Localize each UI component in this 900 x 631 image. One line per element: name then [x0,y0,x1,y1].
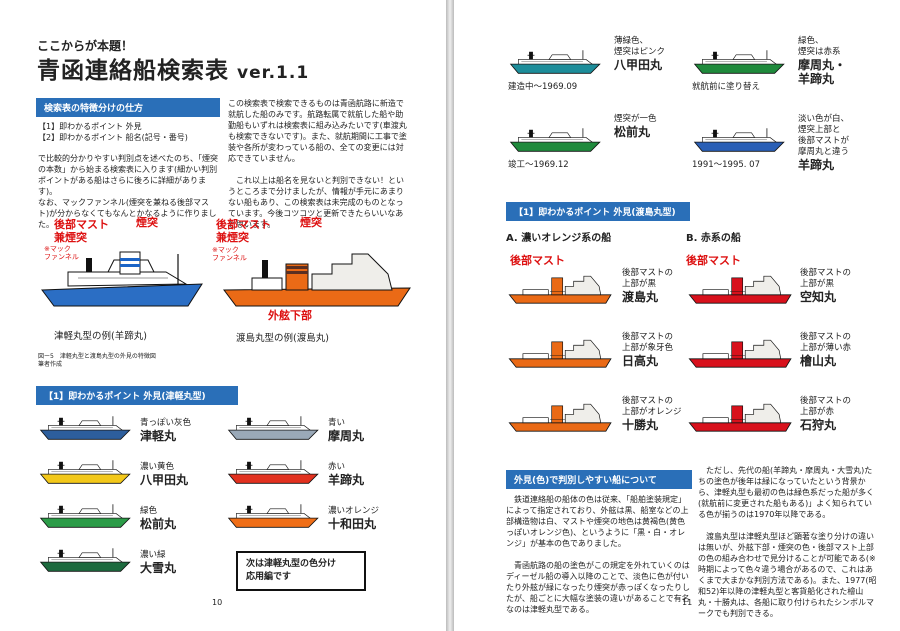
ship-name: 羊蹄丸 [328,473,365,487]
ship-illustration [510,127,601,152]
section-header-tsugaru: 【1】即わかるポイント 外見(津軽丸型) [36,386,238,405]
ship-desc: 後部マストの 上部が黒 [800,268,852,289]
ship-illustration [694,127,785,152]
group-b-title: B. 赤系の船 [686,233,741,244]
page-number-left: 10 [212,598,223,607]
ship-illustration [508,275,612,304]
ship-desc: 薄緑色、 煙突はピンク [614,36,666,57]
ship-illustration [40,503,131,528]
group-a-title: A. 濃いオレンジ系の船 [506,233,612,244]
ship-illustration [688,339,792,368]
title-text: 青函連絡船検索表 [37,58,229,84]
ship-illustration [40,415,131,440]
caption-tsugaru: 津軽丸型の例(羊蹄丸) [54,331,147,342]
lead-text: ここからが本題！ [37,39,134,53]
ship-name: 摩周丸・ 羊蹄丸 [798,58,847,86]
diagram-tsugaru-ship [41,251,203,307]
ship-name: 檜山丸 [800,354,837,368]
ship-desc: 後部マストの 上部が黒 [622,268,674,289]
label-mast: 後部マスト 兼煙突 [54,218,109,244]
ship-illustration [228,503,319,528]
ship-illustration [694,49,785,74]
ship-desc: 後部マストの 上部が薄い赤 [800,332,852,353]
section-header-oshima: 【1】即わかるポイント 外見(渡島丸型) [506,202,690,221]
ship-name: 十勝丸 [622,418,659,432]
ship-illustration [508,403,612,432]
page-title: 青函連絡船検索表 ver.1.1 [37,51,309,85]
ship-illustration [688,275,792,304]
ship-desc: 淡い色が白、 煙突上部と 後部マストが 摩周丸と違う [798,114,850,157]
ship-illustration [228,459,319,484]
page-right: 【1】即わかるポイント 外見(渡島丸型) A. 濃いオレンジ系の船 B. 赤系の… [454,0,900,631]
label-funnel: 煙突 [136,216,158,229]
ship-desc: 後部マストの 上部がオレンジ [622,396,682,417]
ship-name: 八甲田丸 [614,58,663,72]
ship-desc: 濃い黄色 [140,462,175,472]
ship-name: 羊蹄丸 [798,158,835,172]
caption-oshima: 渡島丸型の例(渡島丸) [236,333,329,344]
ship-desc: 緑色、 煙突は赤系 [798,36,841,57]
ship-name: 石狩丸 [800,418,837,432]
ship-illustration [508,339,612,368]
label-funnel-2: 煙突 [300,216,322,229]
ship-caption: 就航前に塗り替え [692,82,761,92]
ship-caption: 建造中〜1969.09 [508,82,578,92]
ship-illustration [228,415,319,440]
ship-desc: 煙突が一色 [614,114,657,124]
ship-name: 空知丸 [800,290,837,304]
ship-caption: 竣工〜1969.12 [508,160,569,170]
ship-desc: 後部マストの 上部が象牙色 [622,332,674,353]
ship-name: 八甲田丸 [140,473,189,487]
section-header-color: 外見(色)で判別しやすい船について [506,470,692,489]
note-box: 次は津軽丸型の色分け 応用編です [236,551,366,591]
ship-desc: 後部マストの 上部が赤 [800,396,852,417]
ship-name: 松前丸 [614,125,651,139]
body-right: ただし、先代の船(羊蹄丸・摩周丸・大雪丸)たちの塗色が後年は緑になっていたという… [698,466,877,618]
label-hull: 外舷下部 [268,309,312,322]
label-mast-2: 後部マスト 兼煙突 [216,218,271,244]
figure-note: 図ー5 津軽丸型と渡島丸型の外見の特徴図 筆者作成 [38,353,156,368]
page-left: ここからが本題！ 青函連絡船検索表 ver.1.1 検索表の特徴分けの仕方 【1】… [0,0,446,631]
ship-illustration [688,403,792,432]
ship-name: 大雪丸 [140,561,177,575]
ship-name: 日高丸 [622,354,659,368]
ship-caption: 1991〜1995. 07 [692,160,760,170]
ship-name: 津軽丸 [140,429,177,443]
ship-name: 摩周丸 [328,429,365,443]
ship-illustration [40,547,131,572]
ship-desc: 赤い [328,462,346,472]
ship-illustration [510,49,601,74]
section-header-features: 検索表の特徴分けの仕方 [36,98,220,117]
ship-name: 渡島丸 [622,290,659,304]
label-mac-funnel: ※マック ファンネル [44,245,79,261]
version-label: ver.1.1 [237,63,310,83]
ship-desc: 青っぽい灰色 [140,418,192,428]
label-mac-funnel-2: ※マック ファンネル [212,246,247,262]
ship-name: 十和田丸 [328,517,377,531]
label-mast-a: 後部マスト [510,254,565,267]
ship-desc: 緑色 [140,506,158,516]
gutter [446,0,454,631]
body-left: 鉄道連絡船の船体の色は従来、「船舶塗装規定」によって指定されており、外舷は黒、船… [506,495,690,614]
label-mast-b: 後部マスト [686,254,741,267]
ship-illustration [40,459,131,484]
intro-left: で比較的分かりやすい判別点を述べたのち、「煙突の本数」から始まる検索表に入ります… [38,154,218,229]
ship-desc: 濃いオレンジ [328,506,380,516]
diagram-oshima-ship [223,253,411,307]
ship-name: 松前丸 [140,517,177,531]
ship-desc: 濃い緑 [140,550,166,560]
ship-desc: 青い [328,418,346,428]
page-number-right: 11 [682,598,693,607]
intro-right: この検索表で検索できるものは青函航路に新造で就航した船のみです。航路転属で就航し… [228,99,407,229]
points-list: 【1】即わかるポイント 外見 【2】即わかるポイント 船名(記号・番号) [38,122,188,142]
